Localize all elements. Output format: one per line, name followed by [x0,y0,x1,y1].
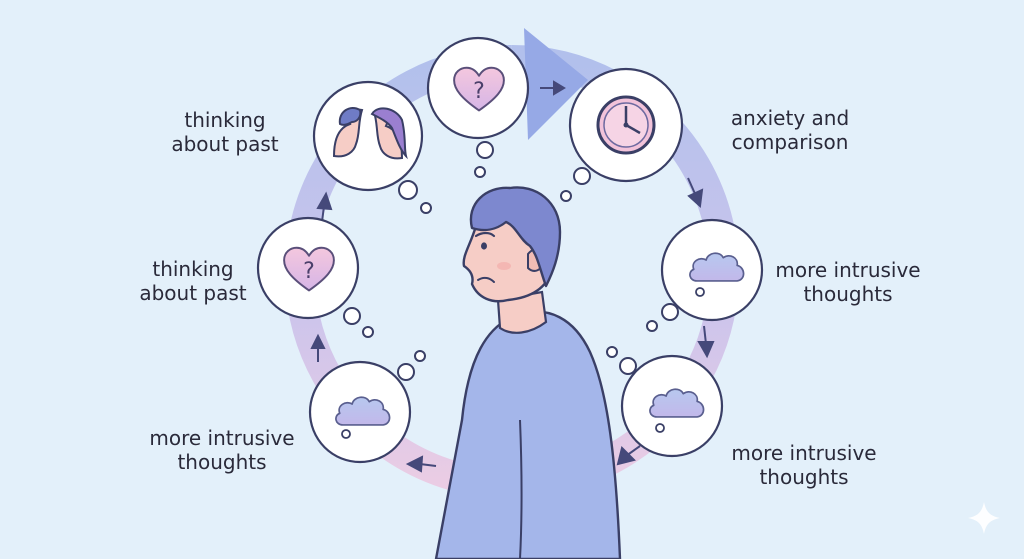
thought-bubble-cloud-left [308,350,426,464]
person-shirt [434,310,622,559]
small-arrow-bottom-left [405,455,437,473]
small-arrow-right-upper [687,177,704,209]
person-figure [434,186,622,559]
thought-bubble-cloud-right-lower [606,346,724,458]
clock-icon [596,95,656,155]
thought-bubble-cloud-right-upper [646,218,764,332]
thought-bubble-clock [560,67,684,202]
sparkle-icon [968,502,1000,534]
person-hair [469,186,562,288]
thought-bubble-heart-left: ? [256,216,374,338]
svg-text:?: ? [473,79,485,104]
svg-text:?: ? [303,259,315,284]
small-arrow-top [540,80,566,96]
thought-bubble-faces [312,80,432,214]
thought-bubble-top: ? [426,36,530,178]
small-arrow-left-lower [310,333,326,362]
small-arrow-bottom-right [616,445,641,466]
small-arrow-right-lower [697,325,715,359]
two-faces-icon [332,106,408,160]
